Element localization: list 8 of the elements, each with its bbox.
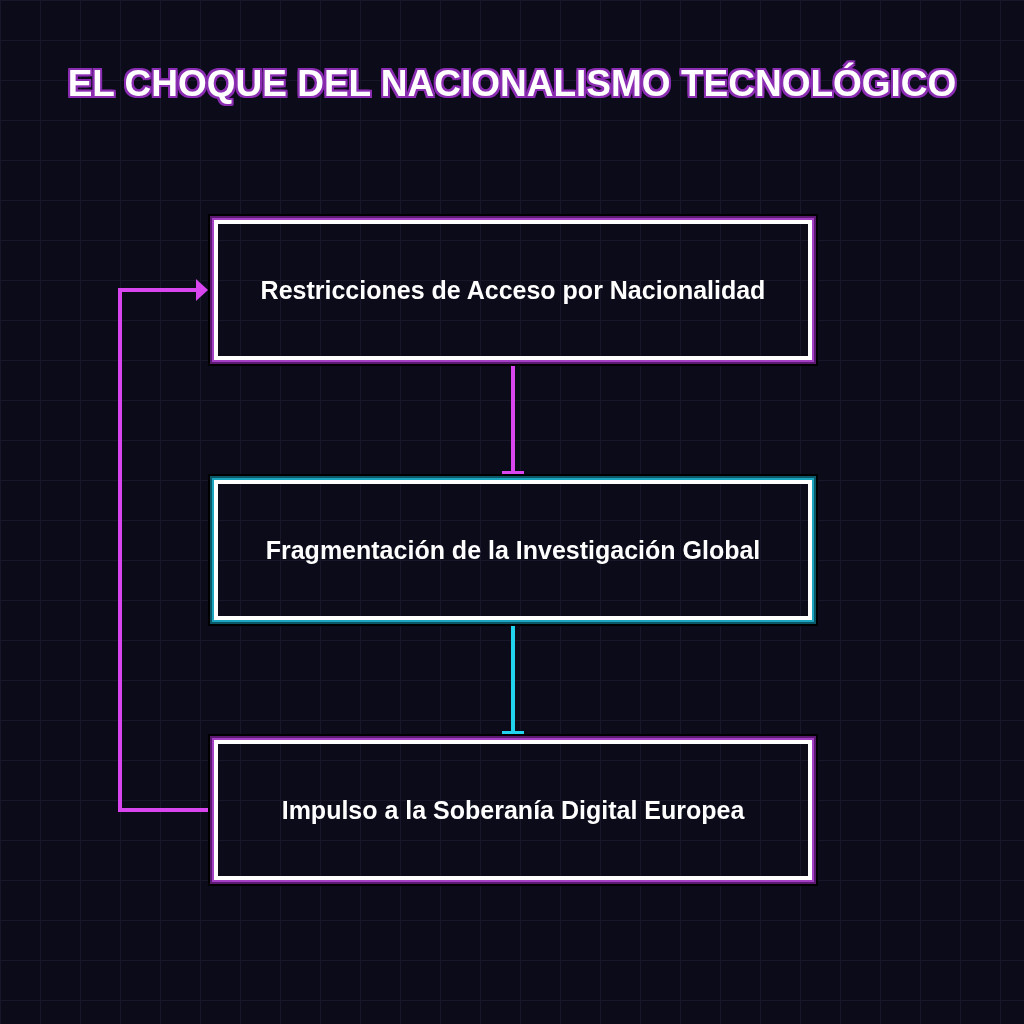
box-label: Impulso a la Soberanía Digital Europea [281, 795, 745, 825]
connector-arrow [118, 279, 208, 812]
box-label: Fragmentación de la Investigación Global [265, 535, 761, 565]
diagram-title: EL CHOQUE DEL NACIONALISMO TECNOLÓGICO [67, 62, 957, 106]
process-box [208, 214, 818, 366]
box-label: Restricciones de Acceso por Nacionalidad [260, 275, 766, 305]
process-box [208, 734, 818, 886]
process-box [208, 474, 818, 626]
